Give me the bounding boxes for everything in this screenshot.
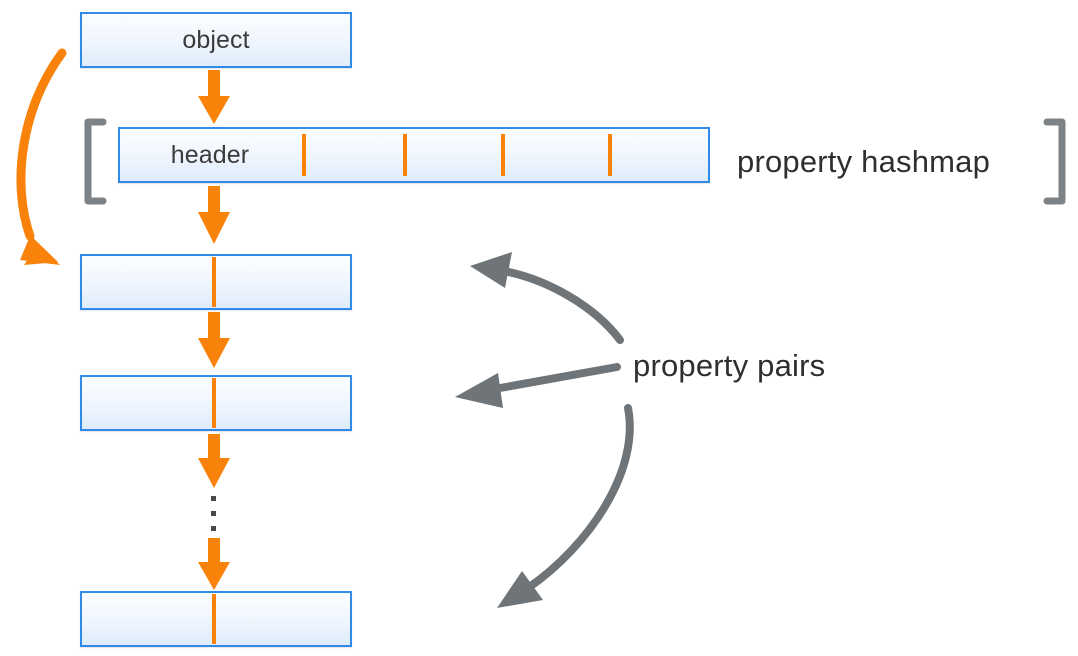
object-box-label: object (182, 26, 250, 54)
arrow-object-to-header (198, 70, 230, 124)
property-pairs-arrow-middle (455, 363, 621, 408)
left-bracket (84, 118, 107, 205)
object-box[interactable] (80, 12, 352, 68)
hashmap-tick-3 (501, 134, 505, 176)
pair2-chain-link (212, 378, 216, 428)
property-pairs-label: property pairs (633, 348, 826, 383)
arrow-ellipsis-to-pairN (198, 538, 230, 590)
pairN-chain-link (212, 594, 216, 644)
property-pair-box-last[interactable] (80, 591, 352, 647)
hashmap-tick-4 (608, 134, 612, 176)
header-cell-label: header (170, 141, 250, 169)
property-hashmap-label: property hashmap (737, 144, 991, 179)
property-pair-box-1[interactable] (80, 254, 352, 310)
arrow-pair2-to-ellipsis (198, 434, 230, 488)
property-pairs-arrow-upper (470, 252, 624, 344)
pair1-chain-link (212, 257, 216, 307)
right-bracket (1043, 118, 1066, 205)
ellipsis-dot-1 (211, 496, 216, 501)
hashmap-tick-2 (403, 134, 407, 176)
object-to-pair-curved-arrow (16, 48, 67, 265)
ellipsis-dot-2 (211, 511, 216, 516)
property-pair-box-2[interactable] (80, 375, 352, 431)
arrow-header-to-pair1 (198, 186, 230, 244)
hashmap-tick-1 (302, 134, 306, 176)
arrow-pair1-to-pair2 (198, 312, 230, 368)
ellipsis-dot-3 (211, 526, 216, 531)
property-pairs-arrow-lower (497, 404, 634, 608)
